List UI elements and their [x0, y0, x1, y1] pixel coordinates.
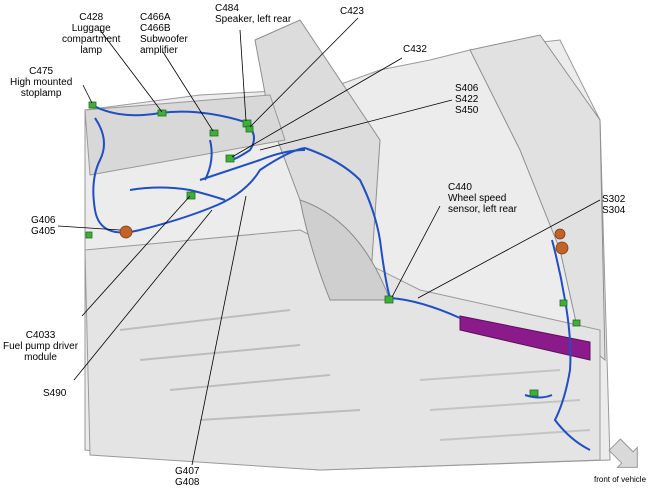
grommet-g406	[119, 225, 133, 239]
front-of-vehicle-arrow-icon	[608, 438, 638, 468]
connector-left-edge	[85, 231, 93, 239]
connector-c423	[245, 125, 254, 133]
connector-c475	[88, 101, 97, 109]
connector-c432	[225, 154, 235, 163]
grommet-s302-lower	[555, 241, 569, 255]
front-of-vehicle-label: front of vehicle	[594, 475, 647, 484]
connector-c428	[157, 109, 167, 117]
connector-c466	[209, 129, 219, 137]
connector-right-lower	[572, 319, 581, 327]
leader-lines	[57, 17, 601, 466]
grommets	[119, 225, 569, 255]
grommet-s302-upper	[554, 228, 566, 240]
connector-c440	[384, 295, 394, 304]
connector-right-floor	[529, 389, 539, 397]
connectors	[85, 101, 581, 397]
label-c432: C432	[403, 44, 427, 55]
connector-c4033	[186, 191, 196, 200]
label-c423: C423	[340, 6, 364, 17]
connector-s302	[559, 299, 568, 307]
label-s490: S490	[43, 388, 67, 399]
